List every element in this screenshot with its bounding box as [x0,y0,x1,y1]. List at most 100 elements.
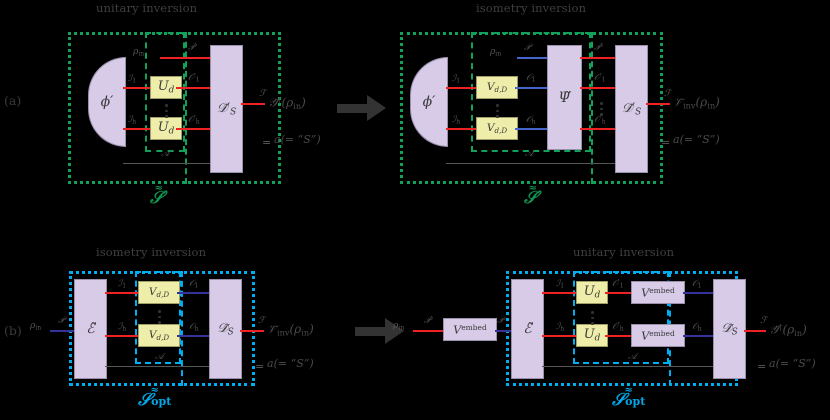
region-caption-b-left: ≈ 𝒮opt [138,385,171,409]
wire-label-rho-in-b-left: ρin [30,321,42,332]
output-b-left: 𝒱̃inv(ρin) [267,322,314,338]
embed-box-1-b-right: Vembed [631,281,685,304]
wire-rho-in-b-left [50,330,80,332]
region-caption-tilde: ≈ [150,385,159,396]
wire-i1-b-left [105,292,139,294]
encoder-label: ℰ̃ [523,321,532,337]
wire-label-f-a-right: ℱ [664,89,672,99]
embed-label: Vembed [641,328,675,343]
aux-output-a-left: a(= “S”) [274,133,321,146]
panel-tag-a: (a) [4,93,22,108]
middle-label: Ψ̃ [558,89,571,106]
wire-label-p-b-right: 𝒫 [497,316,504,326]
encoder-phi-prime-a-right: ϕ′ [410,57,448,147]
wire-ancilla-b-left [105,366,211,367]
aux-equals-a-left: = [262,136,272,149]
wire-o1-prime-a-right [580,87,616,89]
gate-label: Vd,D [486,81,508,94]
wire-label-p-prime-b-right: 𝒫′ [424,316,433,326]
wire-label-ih-a-left: ℐh [128,115,137,126]
region-caption-body: 𝒮opt [612,390,646,410]
wire-label-p-prime-a-left: 𝒫′ [188,43,197,53]
wire-f-b-right [744,330,766,332]
aux-output-a-right: a(= “S”) [673,133,720,146]
wire-f-b-left [240,330,264,332]
decoder-label: 𝒟̃S [721,320,738,338]
region-caption-body: 𝒮′ [150,188,168,208]
embed-label: Vembed [641,285,675,300]
wire-label-ancilla-b-left: 𝒜 [155,352,164,362]
decoder-a-left: 𝒟̃′S [210,45,243,173]
wire-oh-a-right [515,128,548,130]
wire-i1-a-left [123,87,156,89]
wire-ih-b-left [105,335,139,337]
wire-label-o1-prime-a-left: 𝒪′1 [188,73,200,84]
wire-oh-prime-a-left [176,128,212,130]
encoder-e-b-left: ℰ̃ [74,279,107,379]
wire-label-oh-prime-a-right: 𝒪′h [594,115,606,126]
wire-o1-prime-b-right [605,292,633,294]
gate-vdd-h-b-left: Vd,D [138,324,180,347]
aux-equals-b-right: = [757,360,767,373]
wire-ih-b-right [542,335,578,337]
encoder-label: ϕ′ [422,94,436,110]
wire-oh-prime-a-right [580,128,616,130]
wire-label-o1-b-right: 𝒪1 [692,279,702,290]
title-a-right: isometry inversion [476,1,587,15]
title-a-left: unitary inversion [96,1,198,15]
wire-rho-in-a-right [517,57,548,59]
gate-vdd-1-b-left: Vd,D [138,281,180,304]
decoder-label: 𝒟̃′S [216,100,237,118]
embed-label: Vembed [453,322,487,337]
gate-label: Vd,D [148,286,170,299]
wire-label-i1-b-left: ℐ1 [118,279,127,290]
wire-ancilla-b-right [542,366,715,367]
aux-equals-b-left: = [255,360,265,373]
region-caption-tilde: ≈ [624,385,633,396]
wire-f-a-left [241,103,265,105]
wire-i1-b-right [542,292,578,294]
gate-ud-h-b-right: Ud [576,324,608,347]
wire-label-ih-b-right: ℐh [556,322,565,333]
aux-output-b-right: a(= “S”) [769,357,816,370]
wire-label-o1-prime-a-right: 𝒪′1 [594,73,606,84]
vertical-dots-a-left [165,104,168,121]
decoder-a-right: 𝒟̃′S [615,45,648,173]
wire-p-prime-a-right [580,57,616,59]
decoder-b-right: 𝒟̃S [713,279,746,379]
region-caption-tilde: ≈ [528,183,538,194]
wire-label-f-b-right: ℱ [760,316,768,326]
wire-label-ih-b-left: ℐh [118,322,127,333]
wire-oh-b-left [177,335,211,337]
wire-label-rho-in-a-right: ρin [490,47,502,58]
region-caption-b-right: ≈ 𝒮opt [612,385,646,410]
wire-label-ancilla-a-left: 𝒜 [161,149,170,159]
embed-box-h-b-right: Vembed [631,324,685,347]
wire-label-o1-a-right: 𝒪1 [526,73,536,84]
output-a-left: 𝒴̃†(ρin) [268,95,306,111]
title-b-left: isometry inversion [96,245,207,259]
vertical-dots-b-left [158,310,161,327]
wire-ih-a-right [446,128,480,130]
wire-i1-a-right [446,87,480,89]
output-a-right: 𝒱̃inv(ρin) [673,95,720,111]
panel-tag-b: (b) [4,323,22,338]
wire-ih-a-left [123,128,156,130]
wire-o1-b-right [683,292,715,294]
gate-label: Ud [583,327,601,344]
wire-label-p-b-left: 𝒫 [58,316,65,326]
wire-o1-prime-a-left [176,87,212,89]
wire-o1-a-right [515,87,548,89]
region-caption-a-right: ≈ 𝒮′ [524,183,542,207]
gate-label: Ud [157,120,175,137]
gate-label: Ud [583,284,601,301]
region-divider-b-left [181,271,183,386]
region-caption-a-left: ≈ 𝒮′ [150,184,168,208]
aux-equals-a-right: = [661,136,671,149]
wire-p-b-right [495,330,517,332]
gate-vdd-1-a-right: Vd,D [476,76,518,99]
wire-rho-in-a-left [160,57,212,59]
wire-oh-b-right [683,335,715,337]
wire-label-i1-a-left: ℐ1 [128,74,137,85]
